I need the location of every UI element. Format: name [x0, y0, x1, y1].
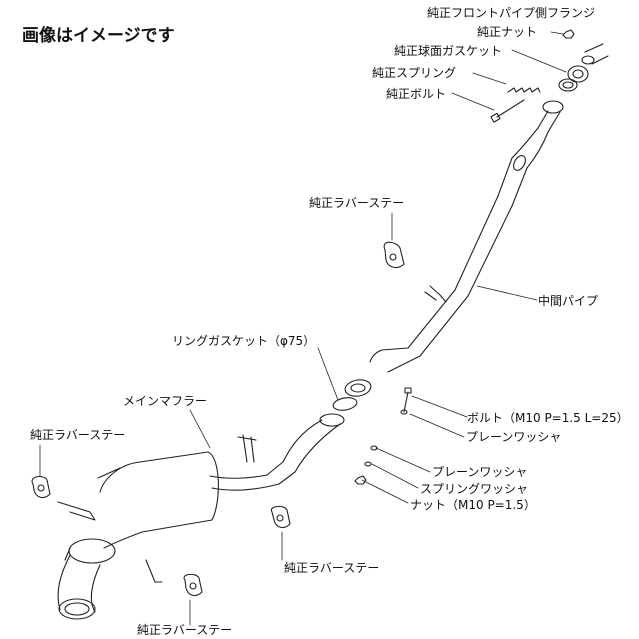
label-rubber-stay-right: 純正ラバーステー: [284, 561, 380, 575]
muffler-body: [97, 451, 219, 549]
label-spring-washer: スプリングワッシャ: [420, 482, 529, 496]
label-bolt-top: 純正ボルト: [386, 87, 447, 101]
image-disclaimer-title: 画像はイメージです: [22, 26, 175, 46]
rubber-stay-right: [270, 505, 291, 529]
label-ball-gasket: 純正球面ガスケット: [394, 44, 503, 58]
front-pipe-flange: [567, 65, 589, 83]
label-center-pipe: 中間パイプ: [538, 294, 599, 308]
ring-gasket: [332, 397, 358, 411]
label-front-pipe-flange: 純正フロントパイプ側フランジ: [427, 6, 596, 20]
label-bolt-m10: ボルト（M10 P=1.5 L=25）: [467, 411, 629, 425]
washer-set: [354, 445, 378, 485]
rubber-stay-bottom: [183, 573, 203, 597]
label-spring: 純正スプリング: [372, 66, 457, 80]
main-muffler-pipe: [209, 413, 345, 491]
label-rubber-stay-bottom: 純正ラバーステー: [137, 623, 233, 637]
label-plain-washer-2: プレーンワッシャ: [432, 465, 528, 479]
label-rubber-stay-left: 純正ラバーステー: [30, 428, 126, 442]
label-rubber-stay-upper: 純正ラバーステー: [309, 196, 405, 210]
bolt-m10: [400, 387, 412, 415]
label-nut-top: 純正ナット: [477, 25, 538, 39]
tail-hanger: [145, 559, 163, 583]
spring-coil: [507, 87, 541, 93]
leader-lines: [39, 31, 567, 626]
label-nut-m10: ナット（M10 P=1.5）: [410, 498, 536, 512]
label-plain-washer-1: プレーンワッシャ: [466, 430, 562, 444]
rubber-stay-upper: [383, 241, 405, 269]
tail-pipe: [57, 538, 116, 620]
label-main-muffler: メインマフラー: [123, 394, 208, 408]
label-ring-gasket: リングガスケット（φ75）: [172, 334, 316, 348]
center-pipe: [344, 100, 564, 397]
nut-top: [562, 29, 575, 39]
rubber-stay-left: [31, 475, 51, 499]
front-pipe-stub: [581, 43, 609, 65]
bolt-top: [490, 99, 525, 123]
left-bracket: [57, 501, 96, 521]
ball-gasket: [558, 78, 578, 92]
